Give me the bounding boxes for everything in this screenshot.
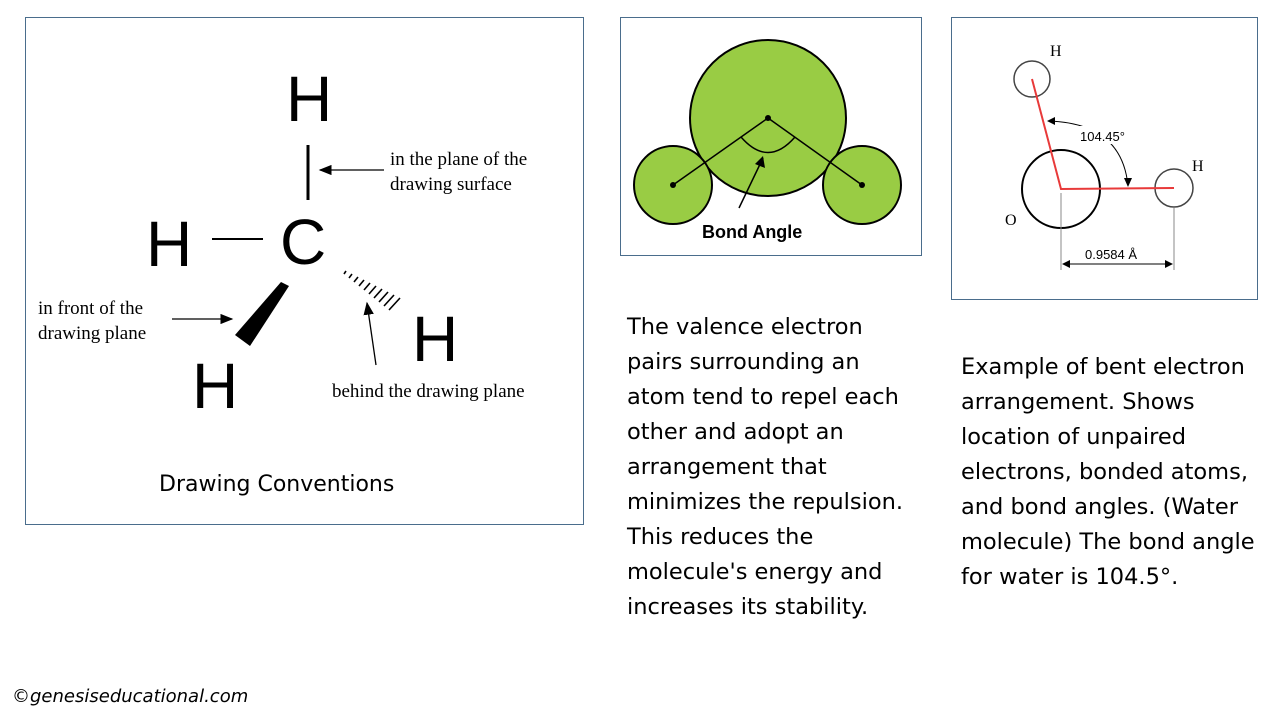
angle-pointer-head: [755, 156, 765, 168]
methane-diagram: H H C H H in the plane of the drawing su…: [38, 63, 527, 422]
water-diagram: 104.45° 0.9584 Å H H O: [1005, 43, 1204, 270]
atom-h-bottom-left: H: [192, 350, 238, 422]
atom-h-top-label: H: [1050, 43, 1062, 60]
label-behind: behind the drawing plane: [332, 381, 525, 402]
length-label: 0.9584 Å: [1085, 247, 1137, 262]
left-nucleus: [670, 182, 676, 188]
atom-c-center: C: [280, 206, 326, 278]
angle-label: 104.45°: [1080, 129, 1125, 144]
water-molecule-panel: 104.45° 0.9584 Å H H O: [951, 17, 1258, 300]
atom-h-bottom-right: H: [412, 303, 458, 375]
drawing-conventions-title: Drawing Conventions: [159, 472, 395, 497]
bond-line-left: [672, 117, 769, 186]
arrow-behind: [363, 301, 377, 366]
right-nucleus: [859, 182, 865, 188]
label-plane-line1: in the plane of the: [390, 149, 527, 170]
water-example-description: Example of bent electron arrangement. Sh…: [961, 354, 1255, 590]
bond-line-right: [767, 117, 863, 186]
water-bonds: [1031, 78, 1175, 191]
angle-label-bg: [1078, 126, 1138, 144]
repulsion-description: The valence electron pairs surrounding a…: [627, 314, 903, 620]
length-arrow-left: [1062, 260, 1070, 268]
label-front-line2: drawing plane: [38, 323, 146, 344]
drawing-conventions-panel: H H C H H in the plane of the drawing su…: [25, 17, 584, 525]
hashed-bond-behind: [343, 270, 401, 311]
atom-h-right-label: H: [1192, 158, 1204, 175]
angle-arc: [740, 136, 796, 154]
label-plane-line2: drawing surface: [390, 174, 512, 195]
label-front-line1: in front of the: [38, 298, 143, 319]
bond-angle-panel: Bond Angle: [620, 17, 922, 256]
angle-pointer: [738, 157, 764, 209]
bond-angle-label: Bond Angle: [702, 222, 802, 242]
angle-arrow-left: [1047, 117, 1055, 125]
angle-arrow-right: [1124, 178, 1132, 187]
length-arrow-right: [1165, 260, 1173, 268]
central-nucleus: [765, 115, 771, 121]
bond-angle-diagram: Bond Angle: [633, 39, 902, 242]
atom-h-top: H: [286, 63, 332, 135]
atom-o-label: O: [1005, 212, 1017, 229]
atom-h-left: H: [146, 208, 192, 280]
hydrogen-top-circle: [1013, 60, 1051, 98]
wedge-bond-front: [235, 282, 289, 346]
copyright-notice: ©genesiseducational.com: [12, 686, 249, 707]
